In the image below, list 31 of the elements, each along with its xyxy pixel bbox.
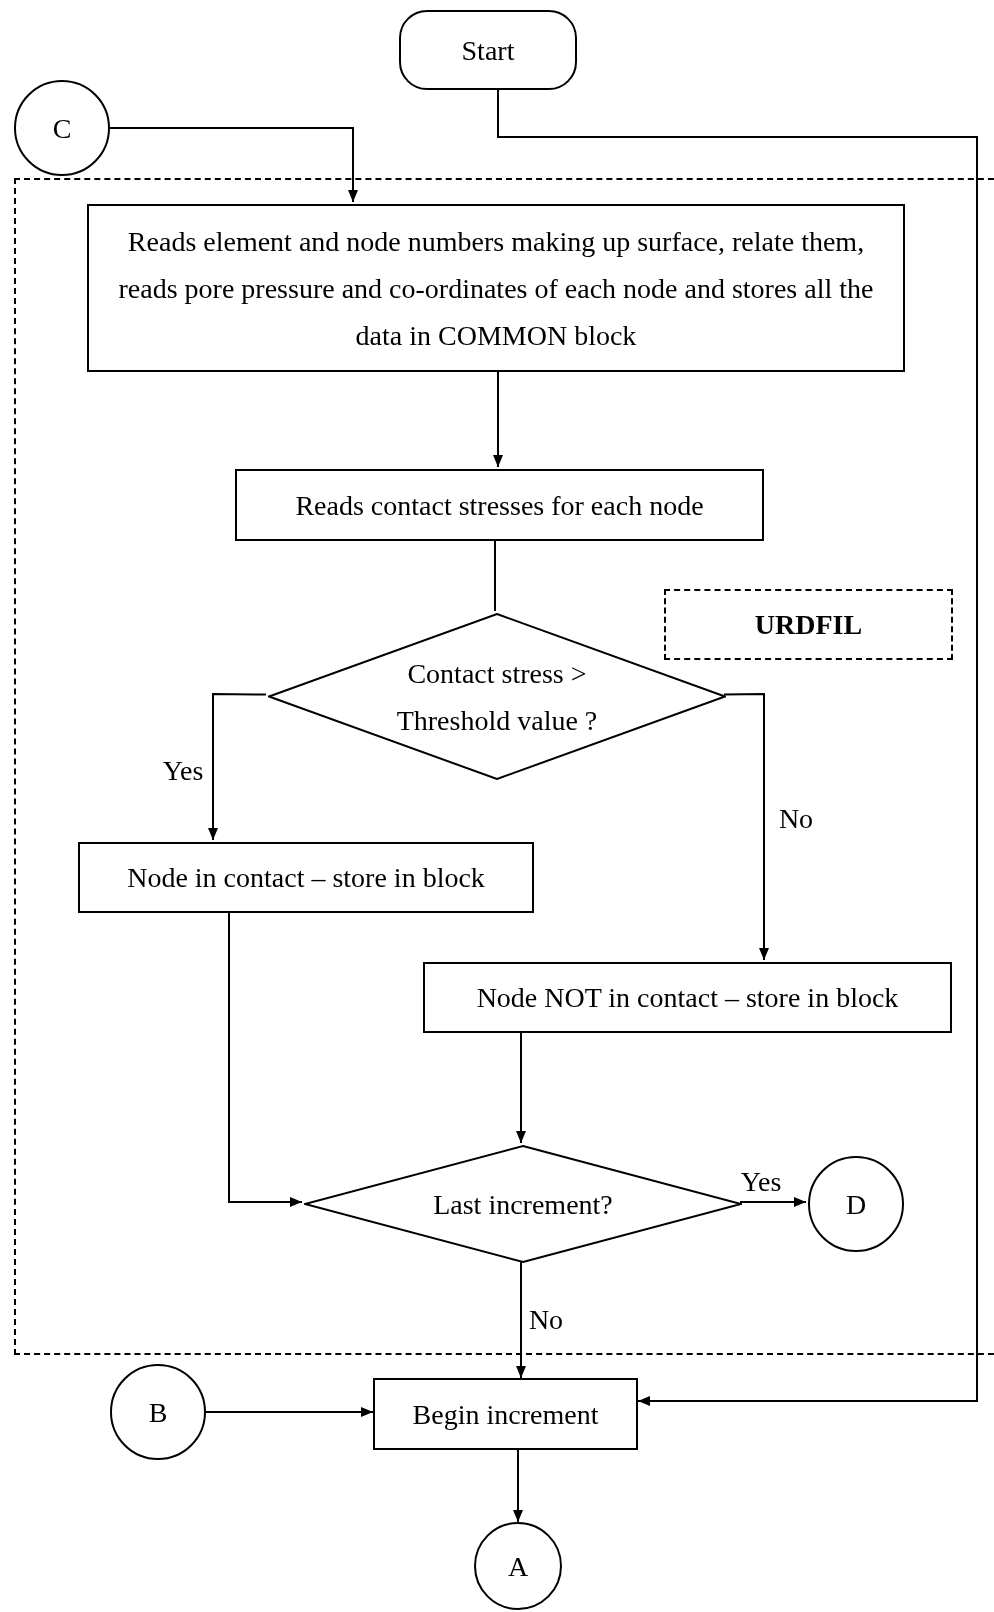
module-name: URDFIL xyxy=(754,608,863,642)
step-text: Begin increment xyxy=(412,1397,599,1432)
process-box xyxy=(373,1378,638,1450)
connector-letter: Start xyxy=(461,33,515,68)
flow-arrow xyxy=(516,1260,526,1379)
process-box xyxy=(87,204,905,372)
decision-diamond xyxy=(268,613,726,780)
process-box xyxy=(235,469,764,541)
flow-arrow xyxy=(109,127,358,203)
step-text: Node in contact – store in block xyxy=(127,861,485,895)
flow-arrow xyxy=(208,693,267,841)
step-text: Node NOT in contact – store in block xyxy=(476,981,899,1015)
dashed-region xyxy=(14,178,994,1355)
process-box xyxy=(78,842,534,913)
module-label-box xyxy=(664,589,953,660)
step-text: Last increment? xyxy=(433,1187,613,1222)
flow-arrow xyxy=(739,1197,807,1207)
flow-arrow xyxy=(205,1407,374,1417)
step-text: Contact stress > Threshold value ? xyxy=(395,656,599,738)
flow-arrow xyxy=(513,1449,523,1523)
connector-letter: B xyxy=(148,1395,168,1430)
process-box xyxy=(423,962,952,1033)
flow-arrow xyxy=(497,89,978,1406)
flow-arrow xyxy=(723,693,769,961)
decision-diamond xyxy=(304,1145,742,1263)
connector-letter: D xyxy=(845,1187,867,1222)
step-text: Reads contact stresses for each node xyxy=(295,488,704,523)
start-terminal xyxy=(399,10,577,90)
step-text: Reads element and node numbers making up surface, relate them, reads pore pressure and co-ordinates of each node and stores all the data in COMMON block xyxy=(117,224,875,353)
connector-letter: A xyxy=(507,1549,529,1584)
connector-letter: C xyxy=(52,111,72,146)
